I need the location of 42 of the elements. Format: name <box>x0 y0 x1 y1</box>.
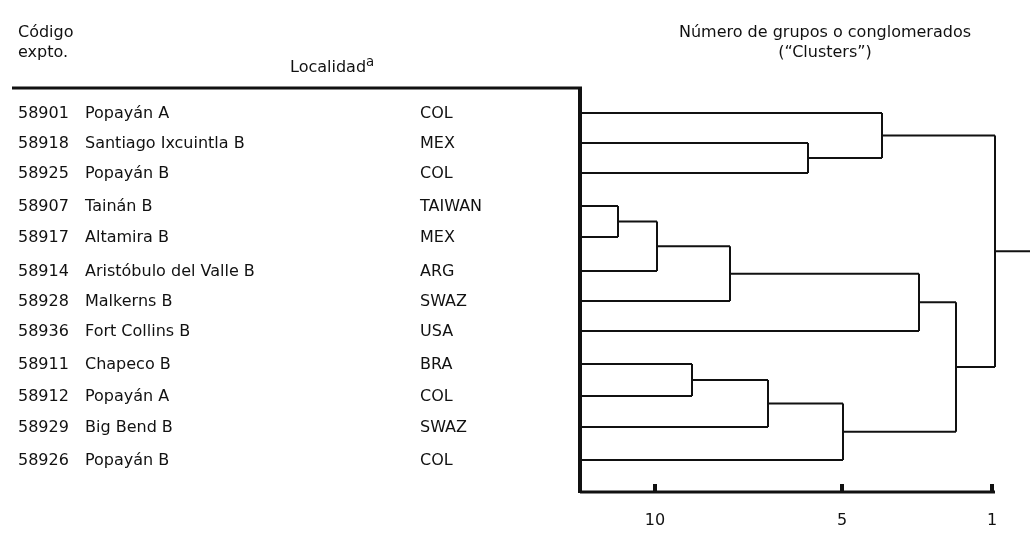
country-cell: TAIWAN <box>420 196 483 216</box>
location-cell: Tainán B <box>85 196 153 216</box>
country-cell: COL <box>420 386 453 406</box>
code-cell: 58917 <box>18 227 69 247</box>
country-cell: MEX <box>420 133 455 153</box>
column-header: Localidad$^{a}$ <box>290 53 375 78</box>
axis-title: Número de grupos o conglomerados (“Clusters”) <box>677 22 973 62</box>
code-cell: 58918 <box>18 133 69 153</box>
country-cell: MEX <box>420 227 455 247</box>
code-cell: 58907 <box>18 196 69 216</box>
country-cell: USA <box>420 321 454 341</box>
code-cell: 58928 <box>18 291 69 311</box>
country-cell: ARG <box>420 261 455 281</box>
location-cell: Popayán A <box>85 386 170 406</box>
country-cell: SWAZ <box>420 417 467 437</box>
code-cell: 58936 <box>18 321 69 341</box>
code-cell: 58929 <box>18 417 69 437</box>
country-cell: COL <box>420 103 453 123</box>
location-cell: Popayán B <box>85 163 170 183</box>
location-cell: Popayán B <box>85 450 170 470</box>
location-cell: Santiago Ixcuintla B <box>85 133 245 153</box>
location-cell: Aristóbulo del Valle B <box>85 261 255 281</box>
country-cell: COL <box>420 163 453 183</box>
location-cell: Chapeco B <box>85 354 171 374</box>
tick-label: 1 <box>985 510 999 530</box>
tick-label: 5 <box>835 510 849 530</box>
country-cell: BRA <box>420 354 453 374</box>
location-cell: Altamira B <box>85 227 169 247</box>
country-cell: SWAZ <box>420 291 467 311</box>
code-cell: 58926 <box>18 450 69 470</box>
location-cell: Popayán A <box>85 103 170 123</box>
location-cell: Malkerns B <box>85 291 173 311</box>
code-cell: 58925 <box>18 163 69 183</box>
code-cell: 58912 <box>18 386 69 406</box>
column-header: Código expto. <box>18 22 75 62</box>
country-cell: COL <box>420 450 453 470</box>
code-cell: 58901 <box>18 103 69 123</box>
tick-label: 10 <box>643 510 667 530</box>
location-cell: Big Bend B <box>85 417 173 437</box>
code-cell: 58914 <box>18 261 69 281</box>
location-cell: Fort Collins B <box>85 321 191 341</box>
code-cell: 58911 <box>18 354 69 374</box>
